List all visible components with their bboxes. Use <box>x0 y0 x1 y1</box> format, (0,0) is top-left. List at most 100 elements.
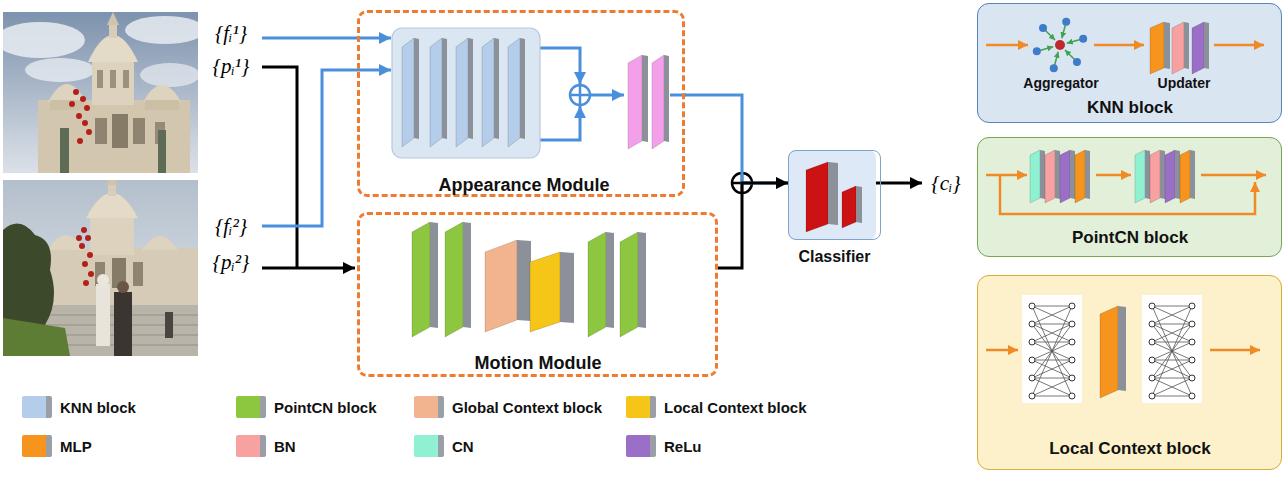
drawing-part <box>76 235 82 241</box>
drawing-part <box>262 267 355 270</box>
drawing-part <box>262 67 297 268</box>
layer-slab <box>1172 22 1184 74</box>
drawing-part <box>125 16 198 44</box>
layer-slab <box>445 222 463 337</box>
flow-arrow <box>986 349 1018 352</box>
legend-swatch <box>414 396 444 418</box>
graph-link <box>1032 342 1072 343</box>
node-label: Aggregator <box>1023 75 1098 91</box>
legend-entry: MLP <box>22 435 92 457</box>
neighbor-point <box>1073 58 1081 66</box>
drawing-part <box>540 48 580 84</box>
graph-link <box>1152 342 1192 343</box>
drawing-part <box>158 130 166 173</box>
drawing-part <box>112 114 128 148</box>
aggregate-edge <box>1065 50 1076 61</box>
layer-slab <box>485 240 517 332</box>
neighbor-point <box>1062 18 1070 26</box>
graph-point <box>1069 357 1075 363</box>
legend-swatch <box>22 396 52 418</box>
legend-panel: Local Context block <box>977 275 1282 470</box>
drawing-part <box>79 243 85 249</box>
graph-point <box>1189 321 1195 327</box>
knn-stack-panel <box>392 28 540 158</box>
drawing-part <box>570 85 590 105</box>
set-symbol: {fᵢ¹} <box>215 21 247 45</box>
graph-link <box>1152 378 1192 379</box>
graph-point <box>1069 393 1075 399</box>
set-symbol: {cᵢ} <box>931 171 960 195</box>
flow-arrow <box>986 174 1027 177</box>
legend-swatch <box>236 396 266 418</box>
drawing-part <box>76 113 82 119</box>
neighbor-point <box>1050 64 1058 72</box>
graph-point <box>1029 357 1035 363</box>
legend-entry: PointCN block <box>236 396 377 418</box>
drawing-part <box>97 274 109 286</box>
graph-link <box>1032 306 1072 396</box>
drawing-part <box>107 12 119 25</box>
graph-link <box>1032 360 1072 378</box>
drawing-part <box>108 184 116 196</box>
graph-link <box>1032 306 1072 396</box>
graph-link <box>1152 324 1192 342</box>
graph-point <box>1149 357 1155 363</box>
drawing-part <box>106 180 118 185</box>
graph-link <box>1152 396 1192 397</box>
drawing-part <box>165 312 173 338</box>
layer-slab <box>806 162 828 232</box>
drawing-part <box>3 224 54 330</box>
layer-slab <box>402 38 414 147</box>
graph-point <box>1189 393 1195 399</box>
drawing-part <box>142 236 178 250</box>
layer-slab <box>482 38 494 147</box>
graph-link <box>1032 306 1072 307</box>
layer-slab-edge <box>1085 150 1090 199</box>
set-symbol: {pᵢ¹} <box>213 54 250 78</box>
drawing-part <box>82 261 88 267</box>
module-box: Appearance Module <box>357 10 685 197</box>
graph-link <box>1152 324 1192 342</box>
drawing-part <box>92 60 134 105</box>
drawing-part <box>80 96 86 102</box>
layer-slab <box>1135 150 1145 203</box>
drawing-part <box>82 120 88 126</box>
graph-point <box>1149 303 1155 309</box>
drawing-part <box>50 100 84 110</box>
drawing-part <box>591 94 624 97</box>
graph-link <box>1032 306 1072 324</box>
layer-slab-edge <box>442 38 447 139</box>
drawing-part <box>145 100 179 110</box>
layer-slab <box>1100 306 1118 398</box>
layer-slab <box>1165 150 1175 203</box>
graph-link <box>1032 306 1072 324</box>
flow-connector <box>685 95 788 183</box>
photo-bottom <box>3 180 198 356</box>
drawing-part <box>143 85 181 102</box>
drawing-part <box>109 24 117 38</box>
legend-panel: AggregatorUpdaterKNN block <box>977 3 1282 123</box>
layer-slab <box>1060 150 1070 203</box>
graph-link <box>1152 360 1192 361</box>
graph-point <box>1069 375 1075 381</box>
node-label: Appearance Module <box>438 175 609 196</box>
graph-point <box>1029 303 1035 309</box>
graph-point <box>1029 321 1035 327</box>
graph-link <box>1032 360 1072 378</box>
drawing-part <box>81 227 87 233</box>
node-label: Classifier <box>798 248 870 266</box>
drawing-part <box>90 215 134 255</box>
legend-swatch <box>414 435 444 457</box>
graph-link <box>1032 378 1072 396</box>
drawing-part <box>87 252 93 258</box>
flow-arrow <box>1096 174 1131 177</box>
layer-slab-edge <box>1118 306 1126 391</box>
graph-link <box>1152 378 1192 396</box>
graph-link <box>1032 360 1072 361</box>
layer-slab-edge <box>520 38 525 139</box>
drawing-part <box>69 89 92 144</box>
classifier-fill <box>788 150 876 240</box>
layer-slab <box>620 232 638 337</box>
legend-entry: Global Context block <box>414 396 602 418</box>
drawing-part <box>140 63 198 87</box>
